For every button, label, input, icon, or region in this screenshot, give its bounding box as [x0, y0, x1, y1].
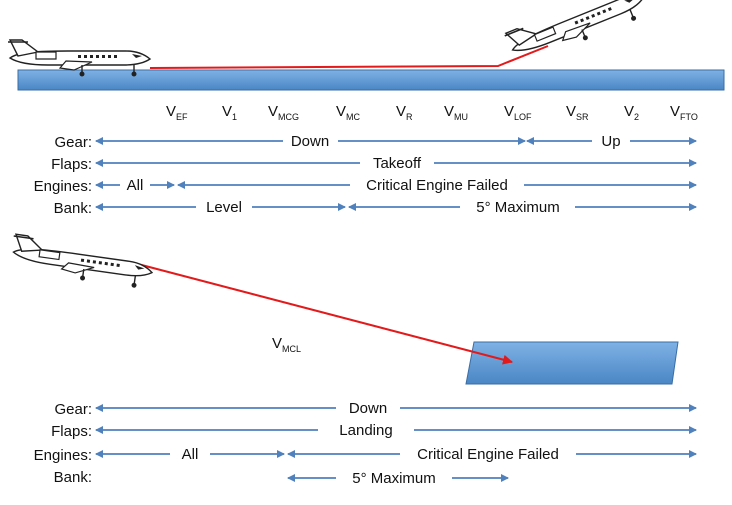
takeoff-arrows: [95, 137, 697, 211]
bank-level-text: Level: [206, 199, 242, 216]
takeoff-speeds: VEF V1 VMCG VMC VR VMU VLOF VSR V2 VFTO: [166, 103, 698, 122]
jet-aircraft-icon: [503, 0, 651, 69]
flaps-takeoff-text: Takeoff: [373, 155, 422, 172]
landing-runway: [465, 341, 679, 385]
speed-label-mcg: VMCG: [268, 103, 299, 122]
takeoff-row-labels: Gear: Flaps: Engines: Bank:: [34, 134, 92, 217]
landing-engines-all-text: All: [182, 446, 199, 463]
vmcl-label: VMCL: [272, 335, 301, 354]
speed-label-mc: VMC: [336, 103, 361, 122]
landing-engines-label: Engines:: [34, 447, 92, 464]
speed-label-2: V2: [624, 103, 639, 122]
landing-engines-failed-text: Critical Engine Failed: [417, 446, 559, 463]
landing-bank-max-text: 5° Maximum: [352, 470, 436, 487]
takeoff-bank-label: Bank:: [54, 200, 92, 217]
takeoff-flaps-label: Flaps:: [51, 156, 92, 173]
landing-flaps-label: Flaps:: [51, 423, 92, 440]
takeoff-gear-label: Gear:: [54, 134, 92, 151]
takeoff-flight-path: [149, 45, 549, 69]
speed-label-fto: VFTO: [670, 103, 698, 122]
landing-gear-down-text: Down: [349, 400, 387, 417]
engines-failed-text: Critical Engine Failed: [366, 177, 508, 194]
landing-arrows: [95, 404, 697, 482]
speed-label-ef: VEF: [166, 103, 188, 122]
takeoff-engines-label: Engines:: [34, 178, 92, 195]
landing-bank-label: Bank:: [54, 469, 92, 486]
vmcl-main: VMCL: [272, 335, 301, 354]
takeoff-runway: [17, 69, 725, 91]
speed-label-lof: VLOF: [504, 103, 532, 122]
landing-gear-label: Gear:: [54, 401, 92, 418]
speed-label-r: VR: [396, 103, 413, 122]
speed-label-1: V1: [222, 103, 237, 122]
bank-max-text: 5° Maximum: [476, 199, 560, 216]
speed-label-mu: VMU: [444, 103, 468, 122]
approach-flight-path: [133, 262, 513, 365]
speed-label-sr: VSR: [566, 103, 589, 122]
jet-aircraft-icon: [8, 233, 156, 291]
landing-flaps-text: Landing: [339, 422, 392, 439]
takeoff-arrow-labels: Down Up Takeoff All Critical Engine Fail…: [127, 133, 621, 216]
gear-down-text: Down: [291, 133, 329, 150]
landing-arrow-labels: Down Landing All Critical Engine Failed …: [182, 400, 559, 487]
gear-up-text: Up: [601, 133, 620, 150]
landing-row-labels: Gear: Flaps: Engines: Bank:: [34, 401, 92, 486]
engines-all-text: All: [127, 177, 144, 194]
